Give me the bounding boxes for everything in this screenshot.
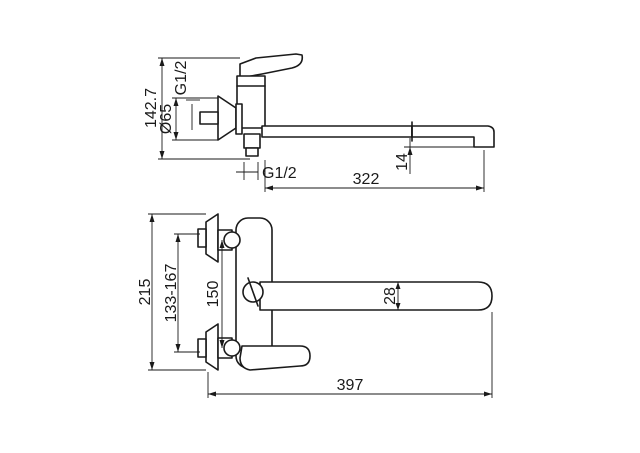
side-view-spout-tip [411, 125, 495, 148]
dim-inlet-spacing-label: 133-167 [163, 264, 180, 323]
dim-spout-length-label: 322 [353, 171, 380, 188]
dim-total-length-label: 397 [337, 377, 364, 394]
side-view-lower-nut [243, 133, 261, 149]
front-view [197, 213, 493, 371]
dim-outlet-thread-label: G1/2 [262, 165, 297, 182]
front-view-upper-flange [205, 213, 219, 263]
dim-spout-thickness-label: 28 [382, 287, 399, 305]
front-view-lever-handle [239, 345, 311, 371]
front-view-lower-flange [205, 323, 219, 371]
front-view-spout [259, 281, 493, 311]
side-view-wall-flange [217, 95, 237, 141]
side-view-dimensions: 142.7 Ø65 G1/2 G1/2 322 14 [143, 57, 485, 192]
side-view [199, 53, 495, 157]
side-view-spout [261, 125, 413, 138]
dim-total-height-label: 215 [137, 279, 154, 306]
dim-height-label: 142.7 [143, 88, 160, 128]
dim-diameter-label: Ø65 [158, 104, 175, 134]
dim-center-distance-label: 150 [205, 281, 222, 308]
dim-inlet-thread-label: G1/2 [173, 61, 190, 96]
front-view-dimensions: 215 133-167 150 28 397 [137, 213, 493, 398]
side-view-lever-handle [239, 53, 304, 79]
dim-spout-drop-label: 14 [394, 153, 411, 171]
